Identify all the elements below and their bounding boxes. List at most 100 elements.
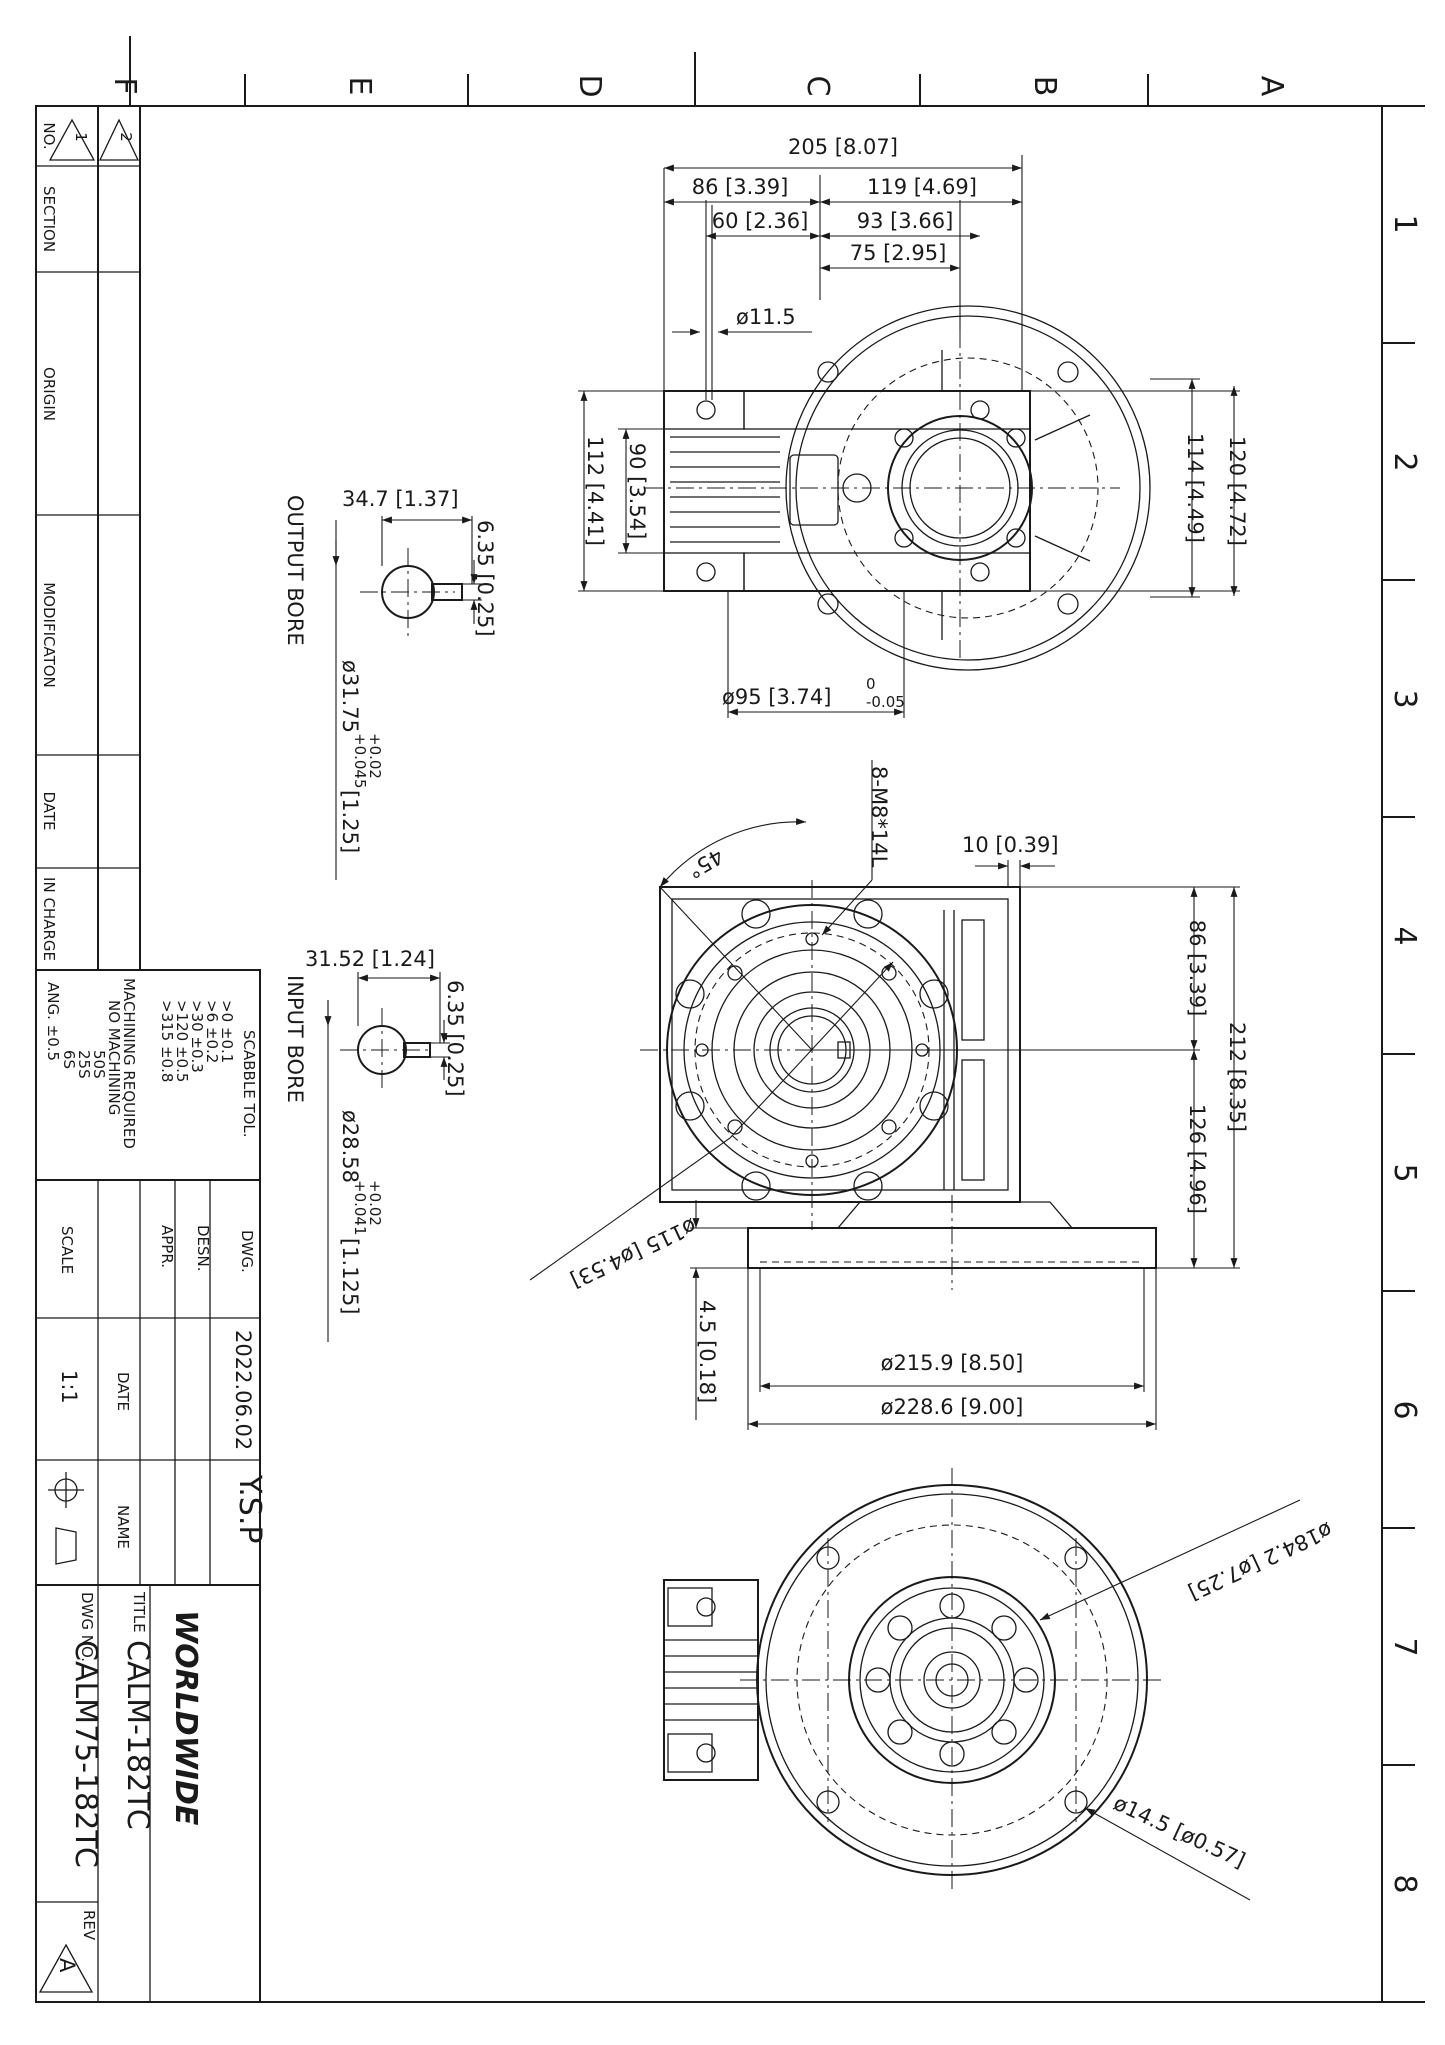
zone-number-5: 5 (1387, 1163, 1422, 1182)
side-view-geometry (663, 1468, 1165, 1892)
rev-header-modification: MODIFICATON (40, 582, 58, 688)
dim-93: 93 [3.66] (857, 209, 954, 233)
zone-letter-a: A (1254, 76, 1289, 97)
dim-w10: 10 [0.39] (962, 833, 1059, 857)
name-value: Y.S.P (232, 1474, 267, 1543)
tol-title: SCABBLE TOL. (240, 1030, 258, 1138)
zone-letters: F E D C B A (107, 74, 1289, 97)
output-bore-dia-tol-lower: +0.02 (366, 733, 384, 779)
tol-angle: ANG. ±0.5 (44, 982, 62, 1061)
tolerance-block: SCABBLE TOL. >0 ±0.1 >6 ±0.2 >30 ±0.3 >1… (35, 969, 261, 1181)
top-view: 205 [8.07] 86 [3.39] 119 [4.69] 60 [2.36… (578, 135, 1249, 718)
dim-thread: 8-M8*14L (867, 766, 891, 868)
input-bore-detail: INPUT BORE 31.52 [1.24] 6.35 [0.25] ø28.… (283, 947, 467, 1342)
zone-number-7: 7 (1387, 1637, 1422, 1656)
rev-mark-2-triangle (98, 118, 140, 161)
dim-86: 86 [3.39] (692, 175, 789, 199)
zone-number-8: 8 (1387, 1874, 1422, 1893)
dim-86-front: 86 [3.39] (1185, 920, 1209, 1017)
input-bore-dia-tol-upper: +0.041 (351, 1180, 369, 1236)
output-bore-key: 6.35 [0.25] (473, 520, 497, 637)
dim-pilot-tol-lower: -0.05 (866, 693, 905, 711)
dim-119: 119 [4.69] (867, 175, 977, 199)
dim-212: 212 [8.35] (1225, 1022, 1249, 1132)
zone-letter-f: F (107, 77, 142, 94)
rev-header-origin: ORIGIN (40, 367, 58, 421)
drawing-info-block: WORLDWIDE TITLE CALM-182TC DWG NO. CALM7… (35, 1584, 261, 2003)
appr-label: APPR. (158, 1225, 176, 1268)
housing (659, 886, 1021, 1203)
desn-label: DESN. (194, 1225, 212, 1272)
dim-90: 90 [3.54] (625, 443, 649, 540)
zone-numbers: 1 2 3 4 5 6 7 8 (1387, 214, 1422, 1893)
zone-number-2: 2 (1387, 452, 1422, 471)
zone-dividers-right (1382, 342, 1415, 1766)
side-view-dimensions: ø184.2 [ø7.25] ø14.5 [ø0.57] (1039, 1499, 1336, 1901)
dwg-no-value: CALM75-182TC (68, 1640, 103, 1868)
title-block: NO. SECTION ORIGIN MODIFICATON DATE IN C… (35, 106, 267, 2003)
tol-row-3: >30 ±0.3 (188, 1000, 206, 1073)
dim-114: 114 [4.49] (1183, 433, 1207, 543)
revision-table: NO. SECTION ORIGIN MODIFICATON DATE IN C… (36, 106, 141, 971)
projection-symbol-icon (48, 1472, 84, 1565)
tol-row-5: >315 ±0.8 (158, 1000, 176, 1082)
output-bore-dia-tol-upper: +0.045 (351, 733, 369, 789)
dim-hole-11-5: ø11.5 (736, 305, 796, 329)
output-bore-width: 34.7 [1.37] (342, 487, 459, 511)
rev-mark-1: 1 (72, 132, 90, 142)
front-view: 8-M8*14L 45° 10 [0.39] 86 [3.39] 126 [4.… (529, 760, 1249, 1430)
input-bore-dia-tol-lower: +0.02 (366, 1180, 384, 1226)
dim-angle-45: 45° (683, 844, 727, 883)
rev-label: REV (80, 1910, 98, 1941)
tol-row-4: >120 ±0.5 (173, 1000, 191, 1082)
zone-letter-d: D (572, 74, 607, 97)
rev-mark-1-triangle (48, 118, 96, 161)
tol-row-2: >6 ±0.2 (203, 1000, 221, 1063)
zone-number-4: 4 (1387, 926, 1422, 945)
input-bore-dia: ø28.58 (338, 1110, 362, 1183)
dim-215-9: ø215.9 [8.50] (881, 1351, 1024, 1375)
tol-no-machining: NO MACHINING (105, 1000, 123, 1115)
cooling-fins (670, 436, 780, 543)
rev-header-no: NO. (40, 122, 58, 149)
input-bore-dia-inch: [1.125] (338, 1238, 362, 1315)
date-value: 2022.06.02 (231, 1330, 255, 1450)
tol-finish-25s: 25S (75, 1050, 93, 1079)
rev-triangle (38, 1943, 94, 1993)
rev-header-in-charge: IN CHARGE (40, 877, 58, 961)
dim-112: 112 [4.41] (583, 436, 607, 546)
zone-number-6: 6 (1387, 1400, 1422, 1419)
title-label: TITLE (130, 1591, 148, 1633)
tol-row-1: >0 ±0.1 (218, 1000, 236, 1063)
rev-value: A (55, 1958, 79, 1973)
dim-overall-205: 205 [8.07] (788, 135, 898, 159)
dwg-no-label: DWG NO. (78, 1592, 96, 1662)
name-label: NAME (114, 1505, 132, 1549)
input-bore-key: 6.35 [0.25] (443, 980, 467, 1097)
zone-letter-c: C (800, 76, 835, 97)
side-view: ø184.2 [ø7.25] ø14.5 [ø0.57] (663, 1468, 1336, 1901)
side-fins (664, 1639, 758, 1721)
output-bore-detail: OUTPUT BORE 34.7 [1.37] 6.35 [0.25] ø31.… (283, 487, 497, 880)
dim-126: 126 [4.96] (1185, 1104, 1209, 1214)
zone-dividers-top (244, 52, 1149, 106)
sheet-frame: F E D C B A 1 2 3 4 5 6 7 8 (35, 36, 1425, 2003)
dim-pilot-95: ø95 [3.74] (722, 685, 831, 709)
scale-label: SCALE (58, 1226, 76, 1274)
dim-4-5: 4.5 [0.18] (695, 1300, 719, 1403)
title-value: CALM-182TC (120, 1640, 155, 1830)
date-label: DATE (114, 1372, 132, 1411)
zone-number-3: 3 (1387, 689, 1422, 708)
tol-machining: MACHINING REQUIRED (120, 978, 138, 1149)
gearbox-body (663, 390, 1031, 592)
dim-bc-115: ø115 [ø4.53] (567, 1213, 700, 1292)
tol-finish-50s: 50S (90, 1050, 108, 1079)
dim-pilot-tol-upper: 0 (866, 675, 876, 693)
dwg-label: DWG. (238, 1230, 256, 1273)
output-bore-label: OUTPUT BORE (283, 495, 307, 646)
input-bore-label: INPUT BORE (283, 975, 307, 1103)
zone-letter-b: B (1027, 76, 1062, 97)
zone-letter-e: E (342, 77, 377, 96)
rev-header-section: SECTION (40, 186, 58, 252)
top-view-geometry (645, 305, 1151, 671)
